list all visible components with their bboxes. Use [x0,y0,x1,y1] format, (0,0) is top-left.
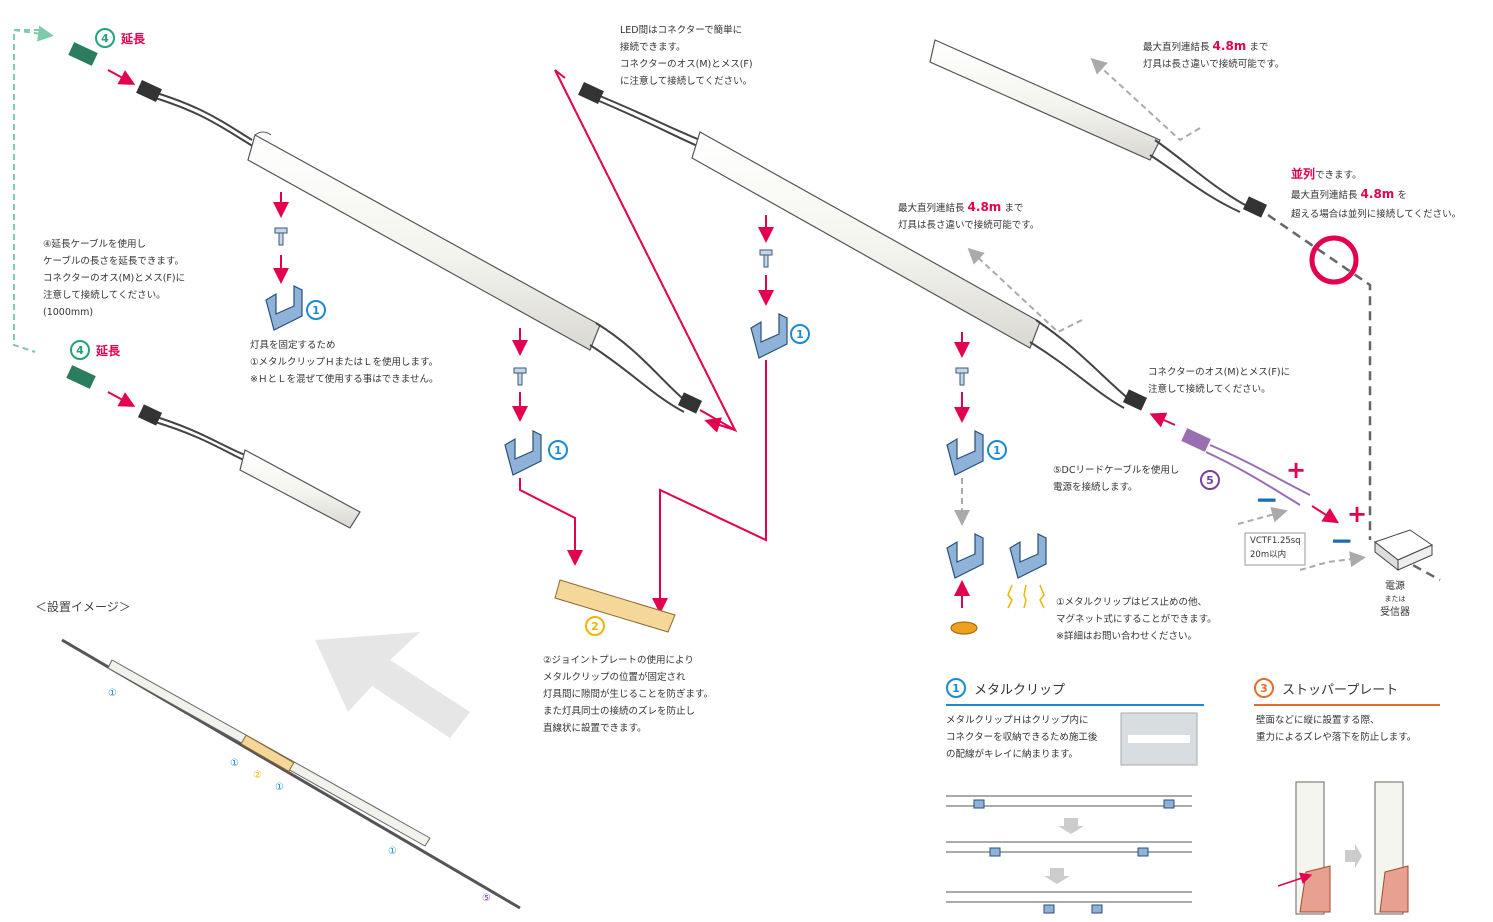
magnet-force-icon [1007,584,1045,609]
clip-number-3: 1 [790,324,810,344]
installation-image-title: ＜設置イメージ＞ [35,600,131,614]
clip-number-2: 1 [548,440,568,460]
max-length-note-top: 最大直列連結長 4.8m まで灯具は長さ違いで接続可能です。 [1143,39,1285,70]
clip-section-drawings [946,712,1198,914]
joint-plate-icon [554,579,676,633]
extension-label-bottom: 4 延長 [70,340,120,360]
led-fixture-1 [68,42,703,414]
magnet-icon [950,621,978,635]
plus-sign-2: + [1347,500,1368,528]
dc-lead-cable [1181,428,1311,506]
connector-note: コネクターのオス(M)とメス(F)に 注意して接続してください。 [1148,367,1291,395]
joint-plate-number: 2 [585,616,605,636]
max-length-note-mid: 最大直列連結長 4.8m まで灯具は長さ違いで接続可能です。 [898,200,1040,231]
clip-section-text: メタルクリップＨはクリップ内に コネクターを収納できるため施工後 の配線がキレイ… [946,715,1098,760]
stopper-section-drawings [1277,781,1409,915]
install-label: ① [388,846,397,857]
vctf-label: VCTF1.25sq 20m以内 [1250,536,1301,560]
joint-plate-note: ②ジョイントプレートの使用により メタルクリップの位置が固定され 灯具間に隙間が… [543,655,714,734]
fixing-note: 灯具を固定するため ①メタルクリップＨまたはＬを使用します。 ※ＨとＬを混ぜて使… [250,340,439,385]
power-label: 電源または受信器 [1380,581,1410,618]
stopper-section-text: 壁面などに縦に設置する際、 重力によるズレや落下を防止します。 [1256,715,1417,743]
led-connection-note: LED間はコネクターで簡単に 接続できます。 コネクターのオス(M)とメス(F)… [620,25,753,87]
screw-icons [274,227,969,386]
extension-loop [13,29,40,353]
metal-clip-icons [265,285,1047,579]
install-label: ① [108,688,117,699]
parallel-note: 並列できます。最大直列連結長 4.8m を超える場合は並列に接続してください。 [1291,167,1462,220]
vctf-box [1244,532,1306,566]
magnet-note: ①メタルクリップはビス止めの他、 マグネット式にすることができます。 ※詳細はお… [1056,597,1217,642]
led-fixture-4 [929,39,1268,218]
install-label: ① [230,758,239,769]
extension-connector-bottom [66,365,96,389]
plus-sign-1: + [1286,456,1307,484]
install-label: ⑤ [482,893,491,904]
minus-sign-2: − [1330,524,1354,557]
install-label: ② [253,770,262,781]
led-fixture-3 [578,82,1148,411]
led-fixture-2 [66,365,361,529]
parallel-point-marker [1309,235,1359,285]
power-supply-icon [1373,529,1434,572]
clip-number-4: 1 [987,440,1007,460]
installation-image [61,632,521,910]
minus-sign-1: − [1255,483,1279,516]
install-label: ① [275,782,284,793]
clip-number-1: 1 [306,300,326,320]
dc-cable-note: ⑤DCリードケーブルを使用し 電源を接続します。 [1053,465,1180,493]
extension-note: ④延長ケーブルを使用し ケーブルの長さを延長できます。 コネクターのオス(M)と… [43,239,186,318]
assembly-arrows [107,69,1340,614]
dc-cable-number: 5 [1200,470,1220,490]
extension-label-top: 4 延長 [95,28,145,48]
extension-connector-top [68,42,98,66]
